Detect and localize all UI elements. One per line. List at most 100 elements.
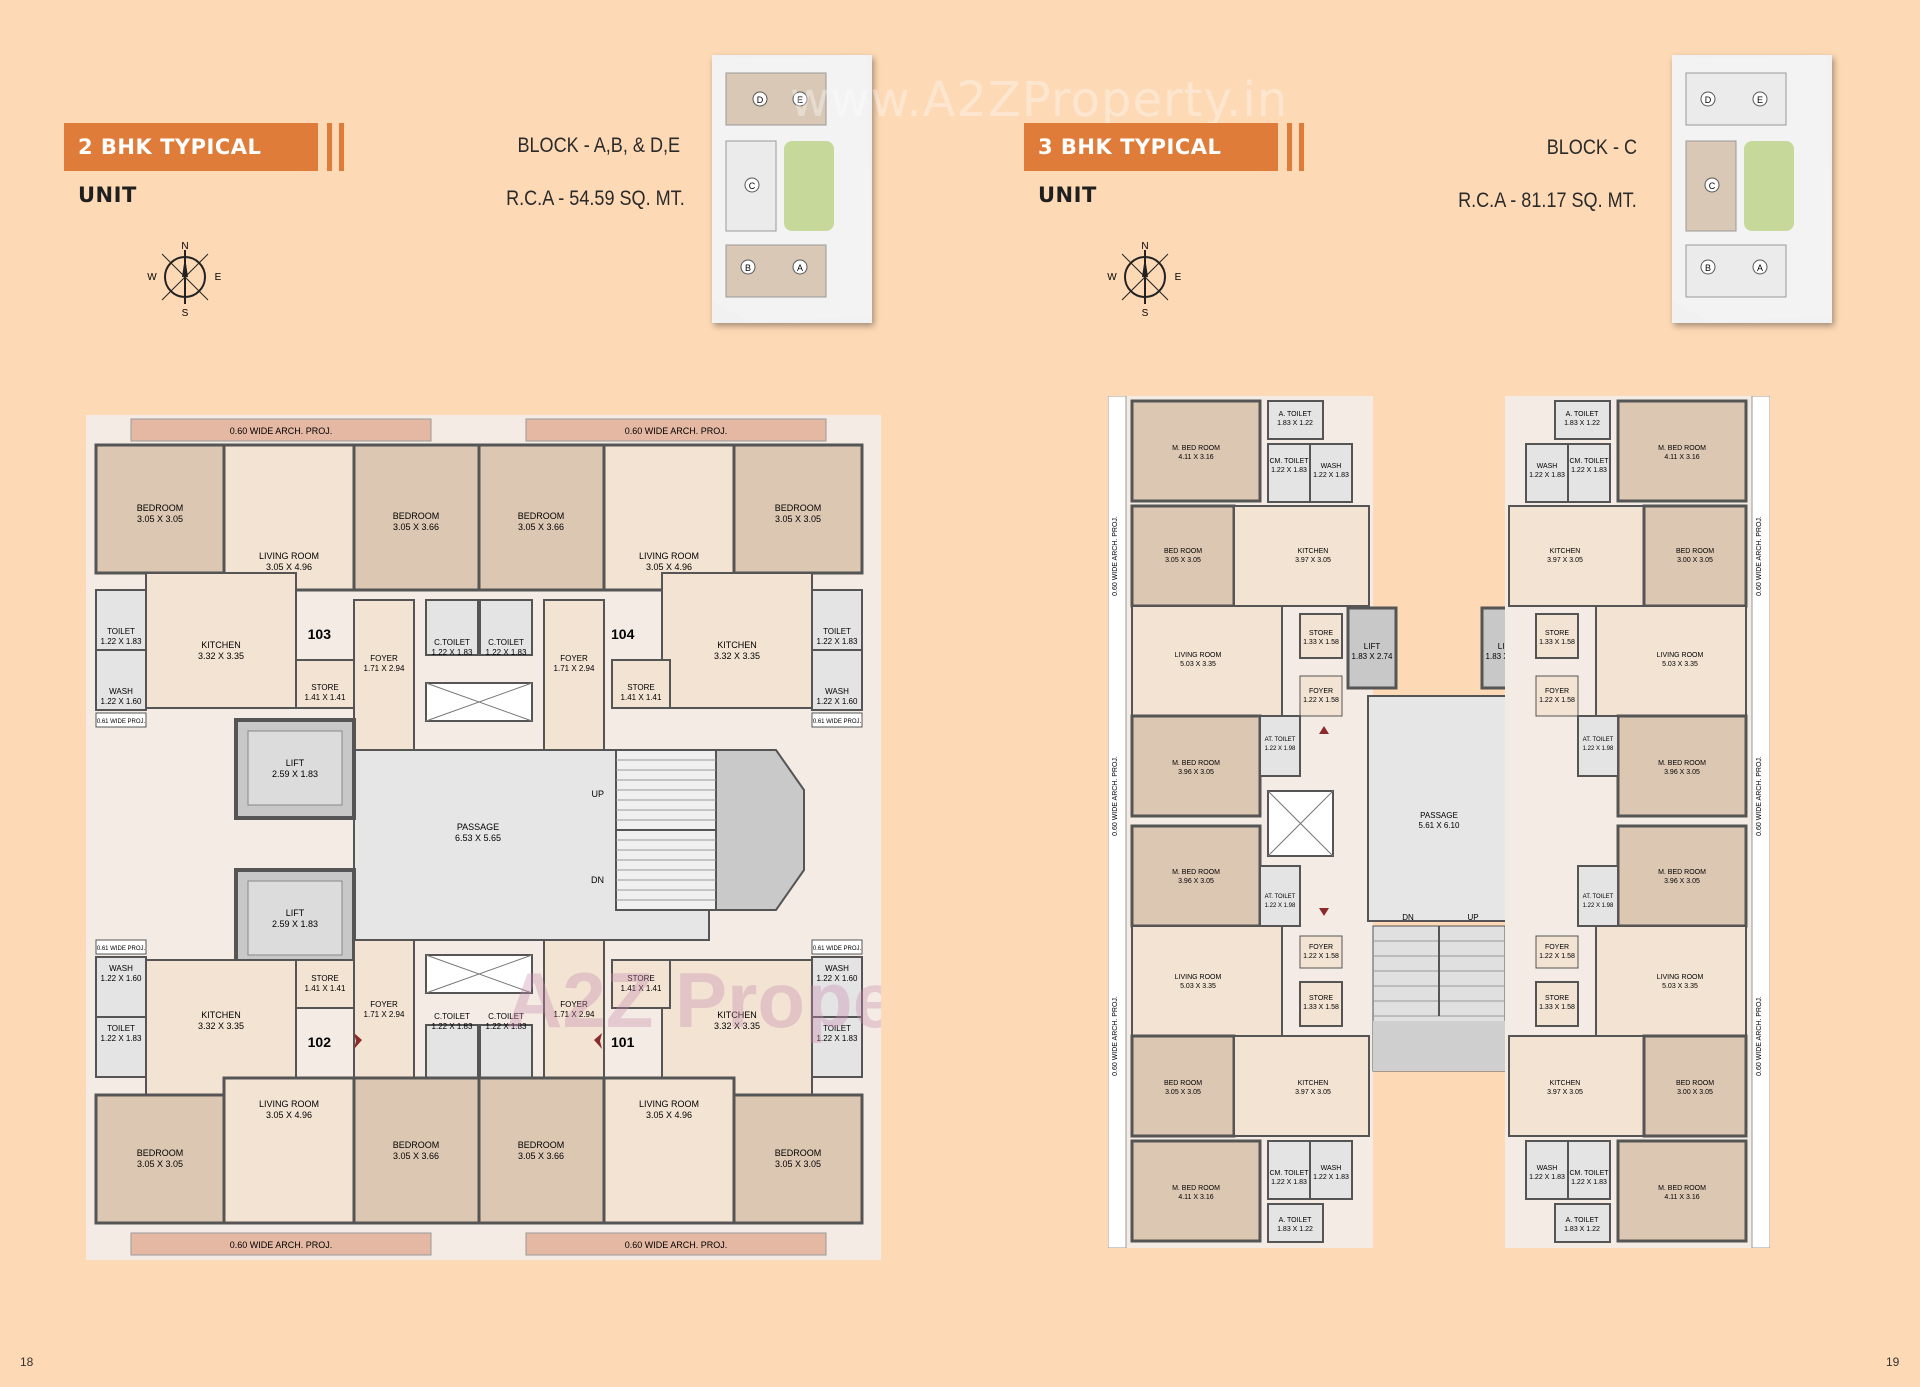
arch-projection [130,1232,432,1256]
room-dim: 1.22 X 1.58 [1539,953,1575,960]
room-dim: 1.71 X 2.94 [554,664,595,673]
room-dim: 1.22 X 1.83 [1271,1179,1307,1186]
unit-number: 101 [611,1034,635,1050]
room-label: A. TOILET [1279,1217,1313,1224]
key-block-top: D E [725,72,827,126]
room-dim: 1.22 X 1.60 [101,974,142,983]
rca-label-right: R.C.A - 81.17 SQ. MT. [1458,189,1637,212]
room-label: A. TOILET [1566,411,1600,418]
floor-plan-3bhk: 0.60 WIDE ARCH. PROJ. 0.60 WIDE ARCH. PR… [1108,396,1770,1248]
room-label: BEDROOM [393,511,440,521]
key-block-bottom: B A [1685,244,1787,298]
proj-label: 0.60 WIDE ARCH. PROJ. [625,1240,728,1250]
room-dim: 3.97 X 3.05 [1547,557,1583,564]
page-number-left: 18 [20,1355,34,1369]
room-label: KITCHEN [717,640,757,650]
room-dim: 1.41 X 1.41 [305,693,346,702]
proj-label: 0.60 WIDE ARCH. PROJ. [230,1240,333,1250]
store [1535,613,1579,659]
room-label: FOYER [560,654,588,663]
common-toilet [1567,1140,1611,1200]
room-dim: 1.22 X 1.83 [1571,1179,1607,1186]
room-label: FOYER [1545,944,1569,951]
room-label: BED ROOM [1164,548,1202,555]
proj-label: 0.60 WIDE ARCH. PROJ. [1112,996,1119,1076]
block-label-right: BLOCK - C [1546,136,1637,159]
attached-toilet [1267,400,1324,440]
room-label: LIVING ROOM [1657,652,1704,659]
master-bedroom [1130,1139,1262,1243]
wash [1525,1140,1569,1200]
compass-w: W [147,272,157,283]
room-dim: 1.83 X 1.22 [1277,420,1313,427]
room-label: KITCHEN [201,1010,241,1020]
room-dim: 3.96 X 3.05 [1664,769,1700,776]
room-label: C.TOILET [488,638,524,647]
compass-s: S [182,308,189,319]
room-dim: 1.22 X 1.60 [101,697,142,706]
living-room [1595,925,1747,1037]
key-block-a-label: A [797,263,803,273]
room-dim: 3.05 X 4.96 [266,1110,312,1120]
staircase [615,749,805,911]
room-label: STORE [1309,995,1333,1002]
room-dim: 1.41 X 1.41 [621,693,662,702]
unit-number: 103 [308,626,332,642]
proj-small-label: 0.61 WIDE PROJ. [97,719,146,725]
bedroom [94,443,226,575]
key-block-e-label: E [1757,95,1763,105]
foyer [1299,675,1343,717]
block-label-left: BLOCK - A,B, & D,E [517,134,680,157]
unit-102: 0.61 WIDE PROJ. WASH 1.22 X 1.60 TOILET … [94,939,481,1225]
room-label: M. BED ROOM [1658,445,1706,452]
room-label: BEDROOM [518,511,565,521]
attached-toilet [1259,715,1301,777]
store [1299,613,1343,659]
proj-label: 0.60 WIDE ARCH. PROJ. [625,426,728,436]
living-room [1131,925,1283,1037]
living-room [222,1076,356,1225]
room-dim: 1.22 X 1.98 [1265,903,1296,909]
room-label: TOILET [107,627,135,636]
room-dim: 1.22 X 1.83 [101,1034,142,1043]
kitchen [1233,1035,1370,1137]
room-label: LIVING ROOM [1657,974,1704,981]
tag-stripe [339,123,344,171]
room-dim: 5.03 X 3.35 [1180,983,1216,990]
wide-proj [811,712,863,728]
room-label: BED ROOM [1164,1080,1202,1087]
room-dim: 1.33 X 1.58 [1303,1004,1339,1011]
room-label: C.TOILET [488,1012,524,1021]
room-dim: 3.05 X 3.66 [393,1151,439,1161]
up-label: UP [1467,913,1478,922]
room-label: KITCHEN [717,1010,757,1020]
room-dim: 1.41 X 1.41 [305,984,346,993]
proj-small-label: 0.61 WIDE PROJ. [97,946,146,952]
room-label: FOYER [1309,688,1333,695]
room-dim: 1.22 X 1.83 [432,1022,473,1031]
room-label: LIFT [1364,642,1381,651]
room-dim: 1.22 X 1.83 [1529,1174,1565,1181]
room-dim: 1.22 X 1.83 [817,637,858,646]
room-dim: 1.22 X 1.83 [486,1022,527,1031]
dn-label: DN [1402,913,1414,922]
room-label: STORE [1545,995,1569,1002]
room-dim: 3.05 X 4.96 [266,562,312,572]
room-dim: 3.05 X 3.05 [1165,1089,1201,1096]
room-label: LIVING ROOM [1175,974,1222,981]
bedroom [94,1093,226,1225]
room-label: A. TOILET [1566,1217,1600,1224]
proj-label: 0.60 WIDE ARCH. PROJ. [1756,996,1763,1076]
room-label: WASH [1537,463,1558,470]
room-label: STORE [627,683,654,692]
room-label: BEDROOM [518,1140,565,1150]
proj-label: 0.60 WIDE ARCH. PROJ. [1756,516,1763,596]
arch-projection [525,418,827,442]
store [1535,981,1579,1027]
room-dim: 5.03 X 3.35 [1662,661,1698,668]
foyer [543,599,605,751]
room-label: KITCHEN [1550,1080,1581,1087]
toilet [811,589,863,651]
key-plan-right: D E C B A [1672,55,1832,323]
room-dim: 4.11 X 3.16 [1664,1194,1699,1201]
